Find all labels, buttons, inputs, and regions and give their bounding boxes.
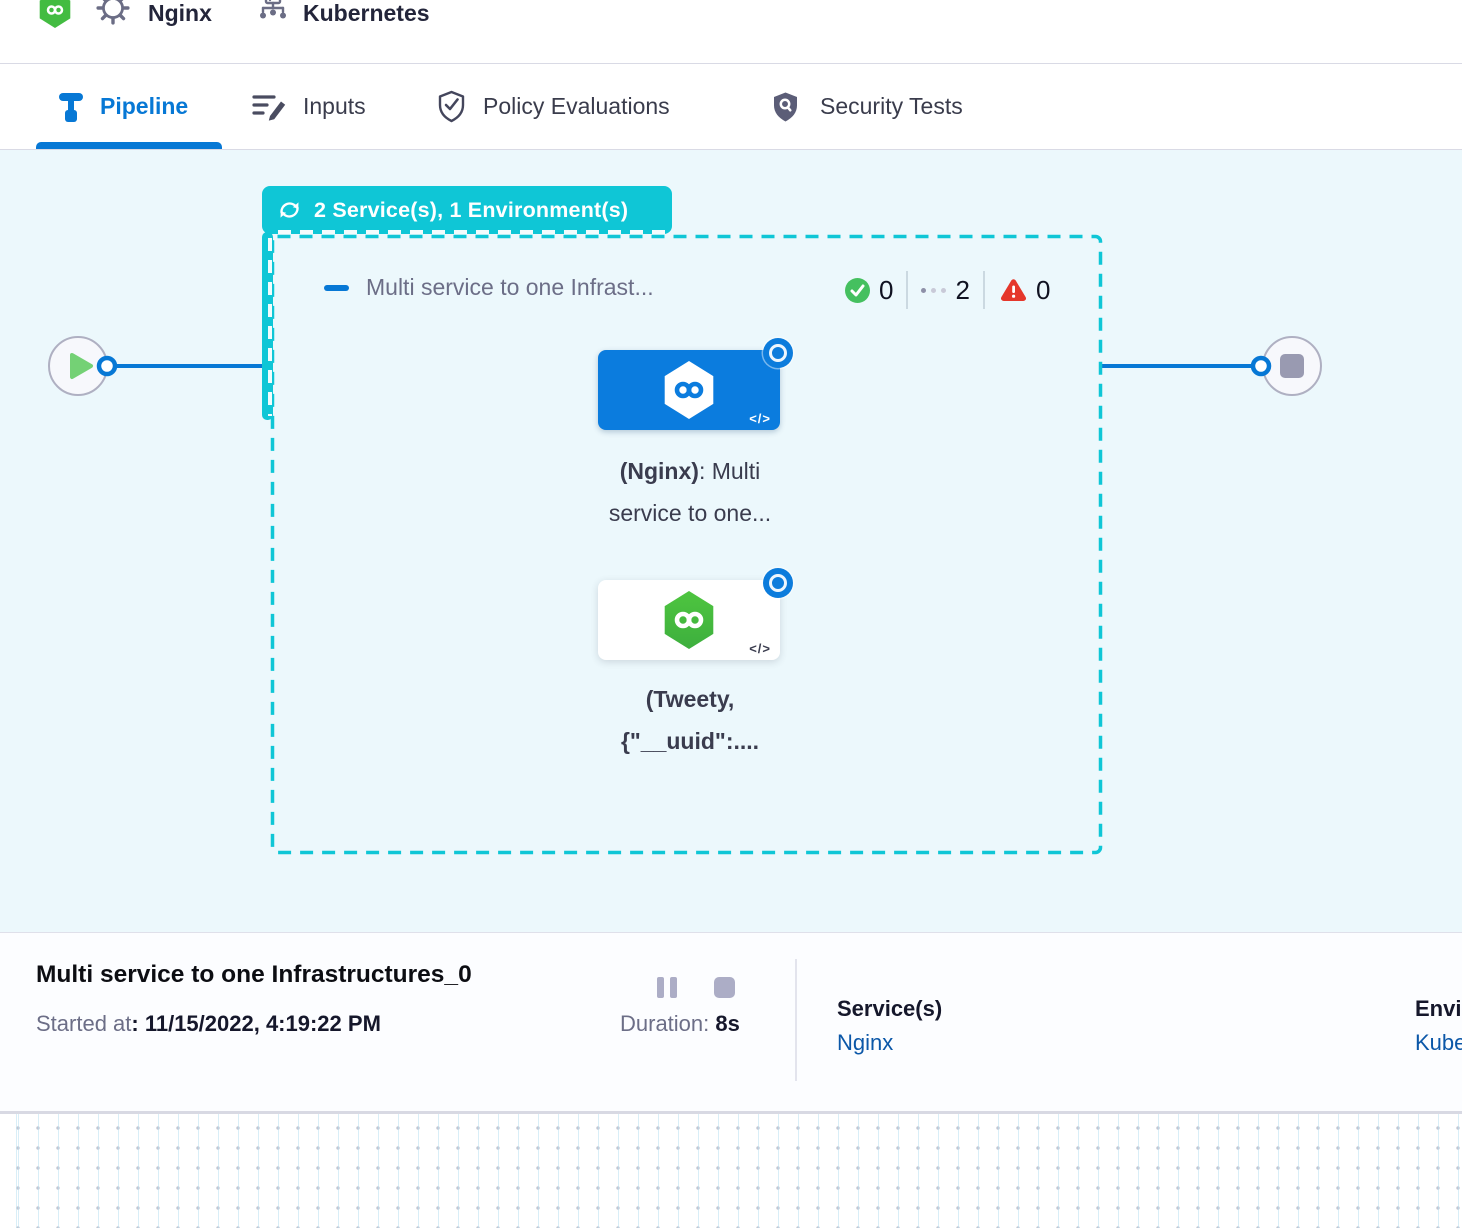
pipeline-canvas: 2 Service(s), 1 Environment(s) Multi ser… [0,150,1462,932]
tab-pipeline-label: Pipeline [100,93,189,119]
pending-dots-icon [921,287,947,293]
end-connector-port [1250,355,1272,377]
loop-icon [280,202,299,218]
policy-shield-icon [438,90,465,123]
success-count: 0 [879,274,894,305]
tab-policy-evaluations[interactable]: Policy Evaluations [437,64,670,149]
start-connector-port [96,355,118,377]
stage-name-rest: : Multi [698,458,761,484]
kubernetes-infra-icon [260,0,286,19]
pause-icon[interactable] [657,977,677,998]
duration-value: 8s [715,1011,740,1036]
gear-icon [96,0,130,25]
active-tab-underline [36,142,222,149]
badge-dash-overlay-vertical [268,238,272,416]
pipeline-graph [48,232,1322,855]
log-canvas-grid [0,1111,1462,1228]
status-divider [906,271,909,309]
stage-label-tweety: (Tweety, {"__uuid":.... [570,678,810,762]
services-link[interactable]: Nginx [837,1030,894,1055]
play-icon [70,353,93,379]
duration: Duration: 8s [620,1011,740,1037]
started-at-value: : 11/15/2022, 4:19:22 PM [131,1011,381,1036]
environments-block: Environment(s) Kubernetes [1415,993,1462,1061]
badge-dash-overlay [278,230,668,234]
failed-count: 0 [1035,274,1051,305]
stage-group-dashed-border [270,234,1103,855]
stage-status-spinner-tweety[interactable] [763,568,793,598]
end-node [1262,336,1322,396]
stage-name-bold: (Nginx) [619,458,699,484]
stage-group-status: 0 2 0 [845,271,1051,309]
error-warning-icon [1000,279,1026,302]
started-at: Started at: 11/15/2022, 4:19:22 PM [36,1011,381,1037]
code-tag-icon: </> [749,411,771,426]
footer-divider [795,959,797,1081]
tab-security-tests-label: Security Tests [820,93,963,119]
stop-icon [1280,354,1304,378]
stage-name-line1: (Tweety, [645,686,735,712]
collapse-group-button[interactable] [324,285,349,291]
tab-inputs-label: Inputs [303,93,366,119]
stage-status-spinner-nginx[interactable] [763,338,793,368]
started-at-label: Started at [36,1011,132,1036]
start-node [48,336,108,396]
tab-policy-evaluations-label: Policy Evaluations [483,93,670,119]
services-label: Service(s) [837,996,943,1021]
harness-logo-icon [39,0,71,28]
stage-group-title: Multi service to one Infrast... [366,274,654,300]
pending-count: 2 [955,274,970,305]
environments-label: Environment(s) [1415,996,1462,1021]
harness-service-icon [664,361,714,419]
stage-name-line2: {"__uuid":.... [620,728,760,754]
tab-security-tests[interactable]: Security Tests [772,64,963,149]
stage-card-nginx[interactable]: </> [598,350,780,430]
stop-execution-icon[interactable] [714,977,735,998]
code-tag-icon: </> [749,641,771,656]
breadcrumb-environment-name[interactable]: Kubernetes [303,0,430,26]
tab-pipeline[interactable]: Pipeline [58,64,188,149]
services-block: Service(s) Nginx [837,993,942,1061]
tab-bar: Pipeline Inputs Policy Evaluations [0,64,1462,150]
stage-card-tweety[interactable]: </> [598,580,780,660]
tab-inputs[interactable]: Inputs [252,64,366,149]
harness-service-icon-green [664,591,714,649]
breadcrumb-bar: Nginx Kubernetes [0,0,1462,64]
inputs-icon [252,94,286,121]
success-check-icon [845,277,870,303]
security-shield-icon [774,92,797,121]
duration-label: Duration: [620,1011,710,1036]
execution-summary-bar: Multi service to one Infrastructures_0 S… [0,932,1462,1111]
badge-label: 2 Service(s), 1 Environment(s) [314,197,629,222]
status-divider [982,271,985,309]
stage-name-line2: service to one... [608,500,772,526]
breadcrumb-pipeline-name[interactable]: Nginx [148,0,212,26]
pipeline-icon [59,92,83,122]
stage-label-nginx: (Nginx): Multi service to one... [570,450,810,534]
services-environments-badge[interactable]: 2 Service(s), 1 Environment(s) [262,186,672,234]
execution-title: Multi service to one Infrastructures_0 [36,961,472,988]
environments-link[interactable]: Kubernetes [1415,1030,1462,1055]
